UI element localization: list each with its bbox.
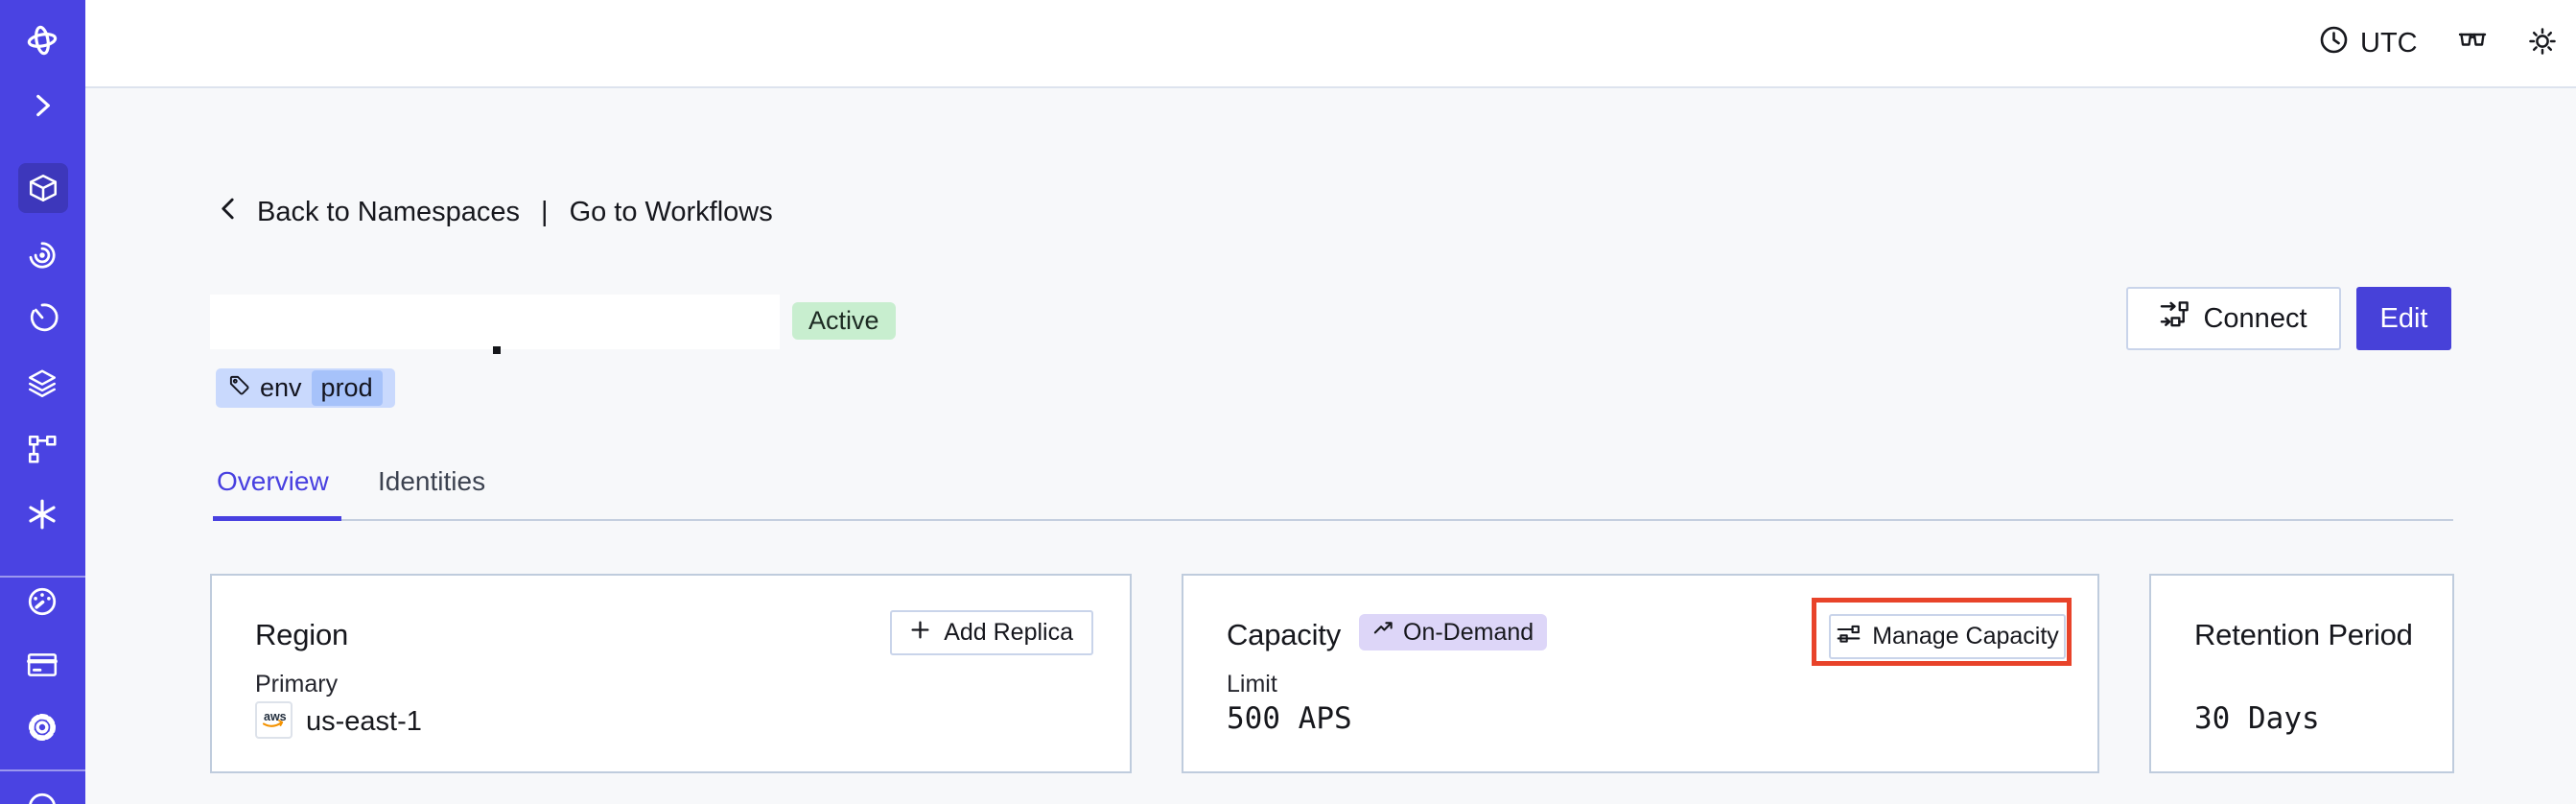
connect-button[interactable]: Connect [2126, 287, 2341, 350]
tag-icon [228, 373, 250, 403]
limit-value: 500 APS [1227, 701, 1352, 736]
sliders-icon [1836, 621, 1862, 653]
namespace-name-artifact [493, 346, 501, 354]
connect-flow-icon [2160, 300, 2190, 338]
namespace-tag: env prod [216, 368, 395, 408]
sidebar-item-spiral-eye-icon[interactable] [26, 239, 59, 272]
topbar: UTC [85, 0, 2576, 88]
retention-period-card: Retention Period 30 Days [2149, 574, 2454, 773]
breadcrumb: Back to Namespaces | Go to Workflows [216, 195, 773, 230]
primary-label: Primary [255, 671, 339, 698]
sidebar-item-namespaces[interactable] [18, 163, 68, 213]
trending-up-icon [1372, 618, 1394, 647]
active-tab-underline [213, 516, 341, 521]
retention-value: 30 Days [2194, 701, 2320, 736]
tab-rule [213, 519, 2453, 521]
aws-provider-icon: aws [255, 701, 293, 739]
sidebar [0, 0, 85, 804]
sidebar-divider [0, 769, 85, 771]
cube-icon [29, 174, 58, 202]
add-replica-button[interactable]: Add Replica [890, 610, 1093, 655]
namespace-name-redacted [210, 295, 780, 349]
tab-overview[interactable]: Overview [217, 466, 329, 496]
glasses-icon[interactable] [2457, 26, 2488, 57]
region-card: Region Add Replica Primary aws us-east-1 [210, 574, 1132, 773]
sidebar-item-credit-card-icon[interactable] [26, 649, 59, 681]
temporal-logo[interactable] [26, 24, 59, 57]
region-card-title: Region [255, 618, 349, 651]
on-demand-badge: On-Demand [1359, 614, 1548, 650]
sun-icon[interactable] [2527, 26, 2558, 57]
breadcrumb-back-link[interactable]: Back to Namespaces [257, 197, 521, 227]
sidebar-item-support-icon[interactable] [26, 791, 59, 804]
sidebar-item-gear-icon[interactable] [26, 711, 59, 744]
edit-button[interactable]: Edit [2356, 287, 2451, 350]
capacity-card-title: Capacity [1227, 618, 1342, 651]
limit-label: Limit [1227, 671, 1277, 698]
plus-icon [910, 619, 930, 647]
sidebar-item-layers-icon[interactable] [26, 367, 59, 400]
timezone-label: UTC [2360, 28, 2418, 59]
sidebar-item-asterisk-icon[interactable] [26, 498, 59, 531]
sidebar-divider [0, 576, 85, 578]
region-value: us-east-1 [306, 706, 422, 737]
svg-text:aws: aws [264, 710, 287, 723]
highlight-box: Manage Capacity [1812, 598, 2072, 666]
timezone-selector[interactable]: UTC [2319, 25, 2418, 62]
sidebar-expand-chevron-right-icon[interactable] [26, 89, 59, 122]
tag-value: prod [311, 370, 383, 406]
sidebar-item-branch-icon[interactable] [26, 433, 59, 465]
tag-key: env [260, 373, 302, 402]
back-chevron-icon[interactable] [216, 195, 242, 230]
sidebar-item-gauge-icon[interactable] [26, 585, 59, 618]
breadcrumb-workflows-link[interactable]: Go to Workflows [569, 197, 773, 227]
tab-identities[interactable]: Identities [378, 466, 486, 496]
clock-icon [2319, 25, 2349, 62]
capacity-card: Capacity On-Demand Manage Capacity Limi [1182, 574, 2099, 773]
status-badge: Active [792, 302, 896, 340]
sidebar-item-timer-icon[interactable] [26, 301, 59, 334]
breadcrumb-separator: | [541, 197, 549, 227]
retention-card-title: Retention Period [2194, 618, 2413, 651]
manage-capacity-button[interactable]: Manage Capacity [1829, 614, 2066, 659]
